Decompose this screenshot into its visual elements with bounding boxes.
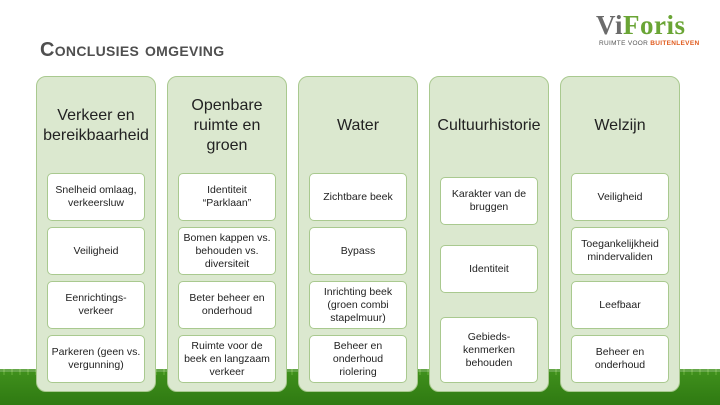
item-card: Identiteit bbox=[440, 245, 538, 293]
logo-tagline-pre: RUIMTE VOOR bbox=[599, 40, 651, 47]
item-card: Parkeren (geen vs. vergunning) bbox=[47, 335, 145, 383]
item-card: Leefbaar bbox=[571, 281, 669, 329]
item-card: Bypass bbox=[309, 227, 407, 275]
column-cultuurhistorie: Cultuurhistorie Karakter van de bruggen … bbox=[429, 76, 549, 392]
item-card: Veiligheid bbox=[571, 173, 669, 221]
column-header: Water bbox=[336, 117, 380, 134]
logo-tagline-accent: BUITENLEVEN bbox=[650, 40, 700, 47]
item-card: Eenrichtings-verkeer bbox=[47, 281, 145, 329]
column-openbare-ruimte: Openbare ruimte en groen Identiteit “Par… bbox=[167, 76, 287, 392]
logo-foris: Foris bbox=[623, 10, 686, 40]
item-card: Beheer en onderhoud bbox=[571, 335, 669, 383]
item-card: Veiligheid bbox=[47, 227, 145, 275]
item-card: Gebieds-kenmerken behouden bbox=[440, 317, 538, 383]
column-header: Cultuurhistorie bbox=[437, 117, 541, 134]
item-card: Karakter van de bruggen bbox=[440, 177, 538, 225]
column-header: Verkeer en bereikbaarheid bbox=[43, 107, 149, 144]
logo-wordmark: ViForis bbox=[596, 10, 706, 40]
item-card: Beheer en onderhoud riolering bbox=[309, 335, 407, 383]
logo-tagline: RUIMTE VOOR BUITENLEVEN bbox=[599, 40, 706, 47]
column-header: Openbare ruimte en groen bbox=[191, 97, 263, 154]
column-welzijn: Welzijn Veiligheid Toegankelijkheid mind… bbox=[560, 76, 680, 392]
slide-title: Conclusies omgeving bbox=[40, 39, 225, 61]
item-card: Identiteit “Parklaan” bbox=[178, 173, 276, 221]
item-card: Beter beheer en onderhoud bbox=[178, 281, 276, 329]
item-card: Snelheid omlaag, verkeersluw bbox=[47, 173, 145, 221]
column-header: Welzijn bbox=[594, 117, 646, 134]
viforis-logo: ViForis RUIMTE VOOR BUITENLEVEN bbox=[596, 10, 706, 47]
item-card: Bomen kappen vs. behouden vs. diversitei… bbox=[178, 227, 276, 275]
item-card: Ruimte voor de beek en langzaam verkeer bbox=[178, 335, 276, 383]
logo-vi: Vi bbox=[596, 10, 623, 40]
column-verkeer: Verkeer en bereikbaarheid Snelheid omlaa… bbox=[36, 76, 156, 392]
item-card: Inrichting beek (groen combi stapelmuur) bbox=[309, 281, 407, 329]
item-card: Zichtbare beek bbox=[309, 173, 407, 221]
item-card: Toegankelijkheid mindervaliden bbox=[571, 227, 669, 275]
column-water: Water Zichtbare beek Bypass Inrichting b… bbox=[298, 76, 418, 392]
